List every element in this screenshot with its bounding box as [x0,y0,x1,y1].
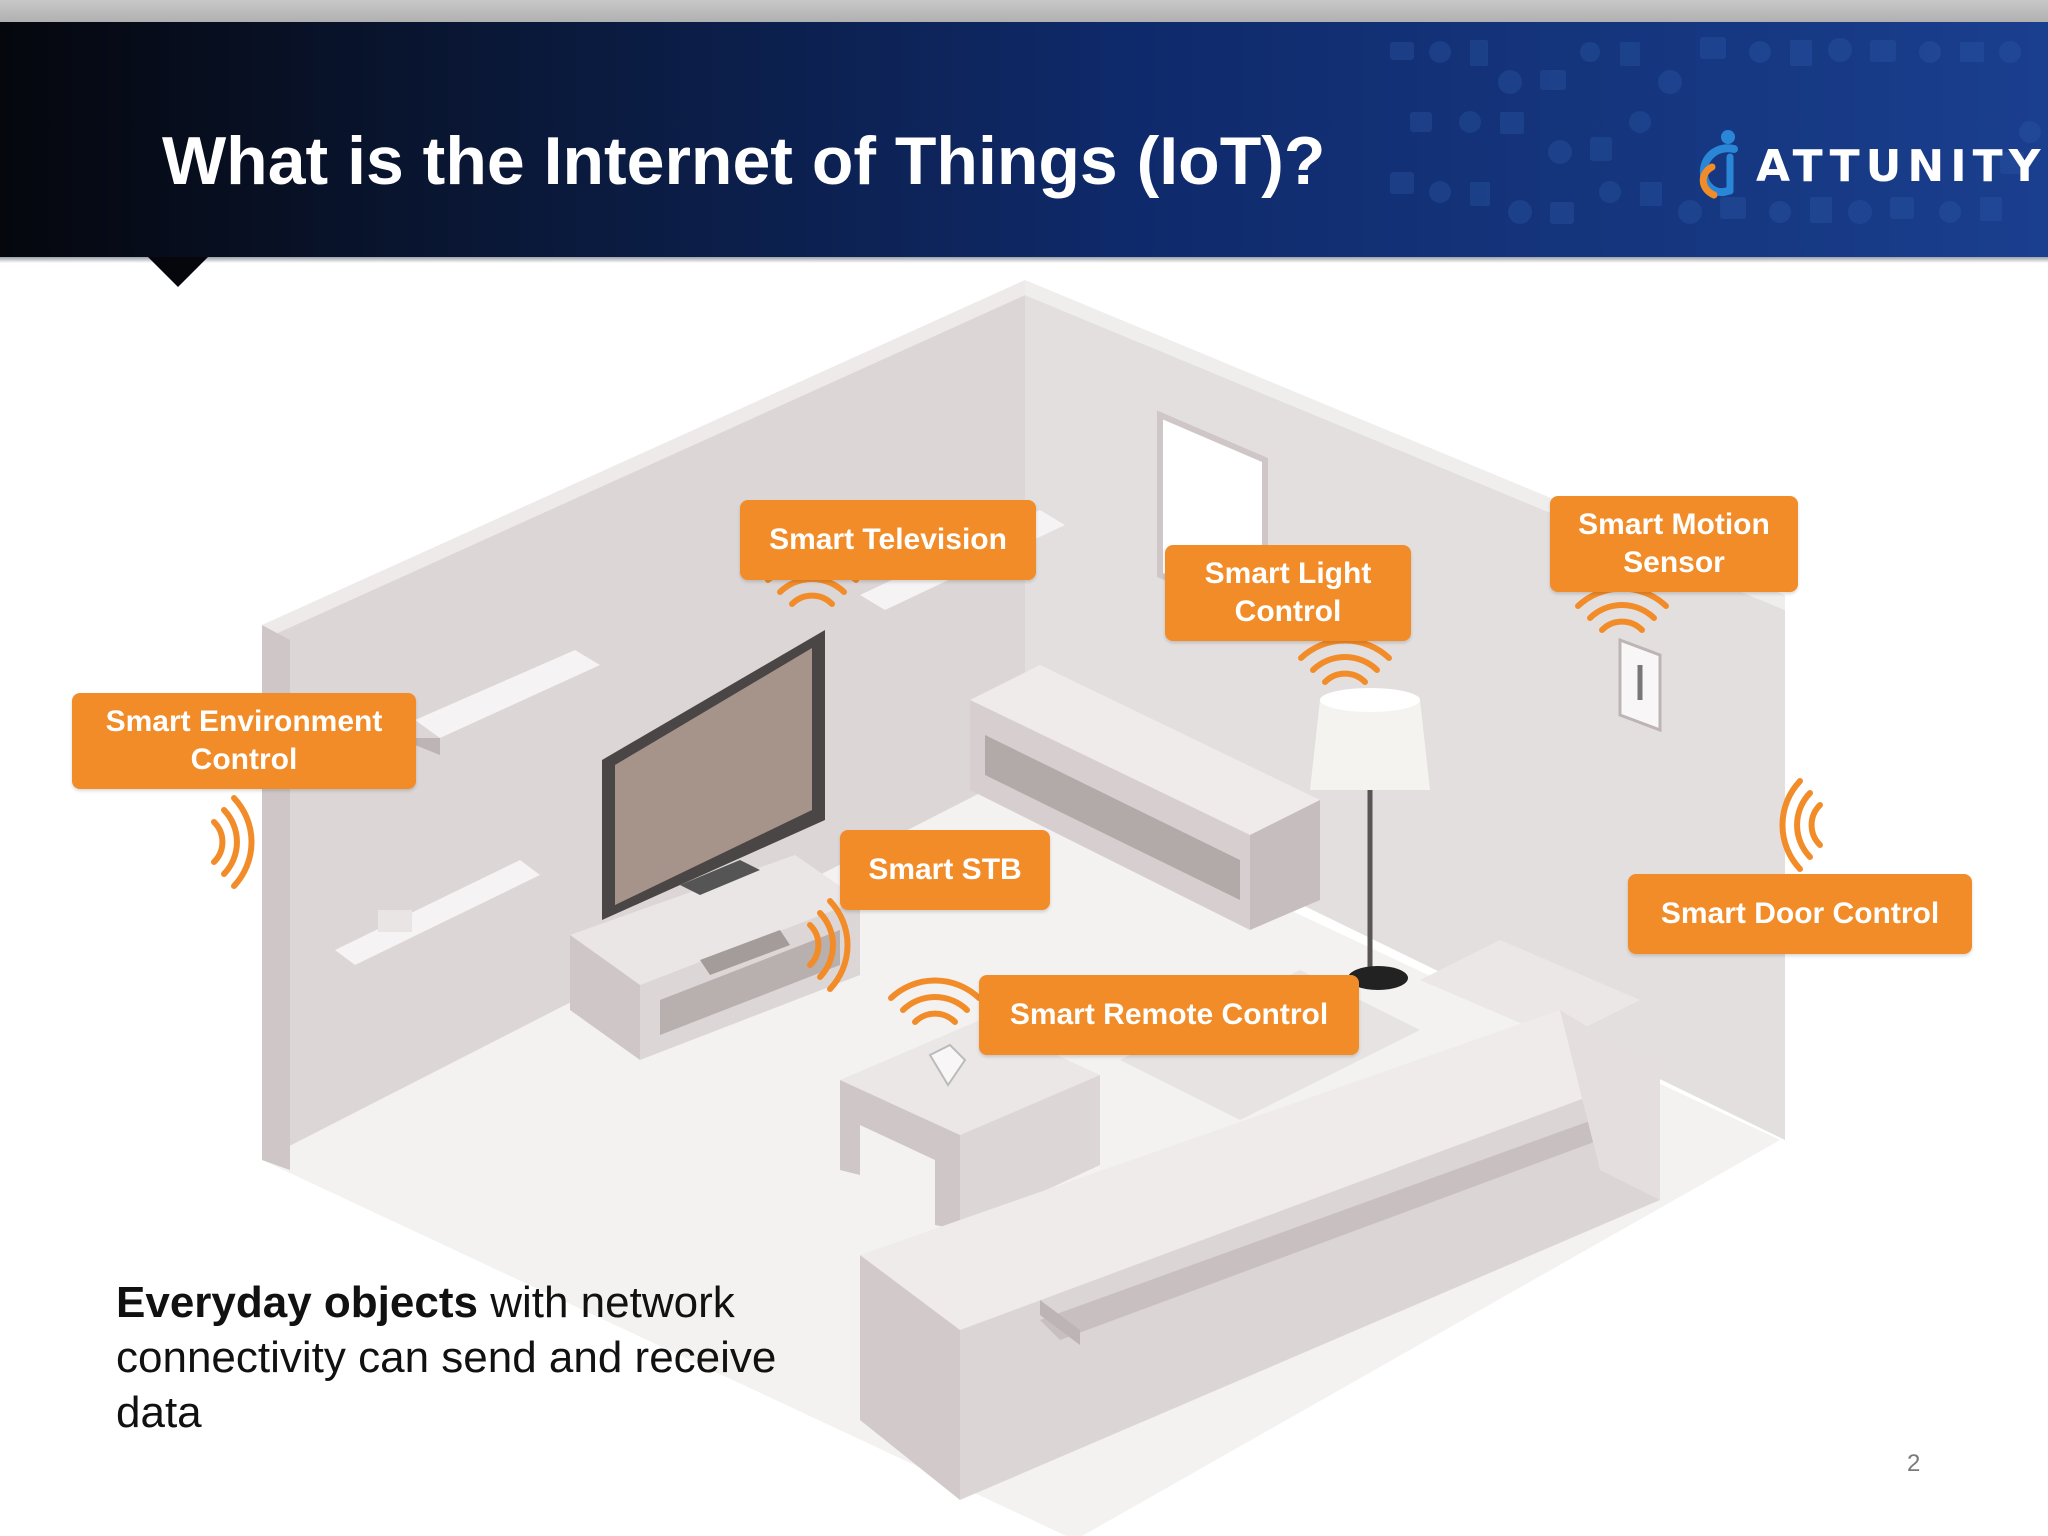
slide-caption: Everyday objects with network connectivi… [116,1275,816,1440]
wifi-signal-icon [211,559,1823,1025]
top-strip [0,0,2048,22]
floor-lamp [1310,700,1430,790]
caption-rest: with network connectivity can send and r… [116,1278,777,1437]
label-smart-stb: Smart STB [840,830,1050,910]
remote-device [928,1043,967,1087]
page-number: 2 [1907,1450,1921,1477]
header-pattern [1390,37,2041,224]
label-smart-door-control: Smart Door Control [1628,874,1972,954]
caption-bold: Everyday objects [116,1278,478,1327]
slide-header: What is the Internet of Things (IoT)? AT… [0,22,2048,257]
sofa [860,1010,1660,1330]
label-smart-environment-control: Smart Environment Control [72,693,416,789]
label-smart-television: Smart Television [740,500,1036,580]
slide-title: What is the Internet of Things (IoT)? [162,123,1326,199]
attunity-logo: ATTUNITY [1690,127,2040,207]
label-smart-motion-sensor: Smart Motion Sensor [1550,496,1798,592]
header-notch [148,257,208,287]
attunity-logo-icon [1699,130,1738,199]
label-smart-light-control: Smart Light Control [1165,545,1411,641]
logo-text: ATTUNITY [1756,141,2047,192]
header-shadow [0,257,2048,263]
label-smart-remote-control: Smart Remote Control [979,975,1359,1055]
